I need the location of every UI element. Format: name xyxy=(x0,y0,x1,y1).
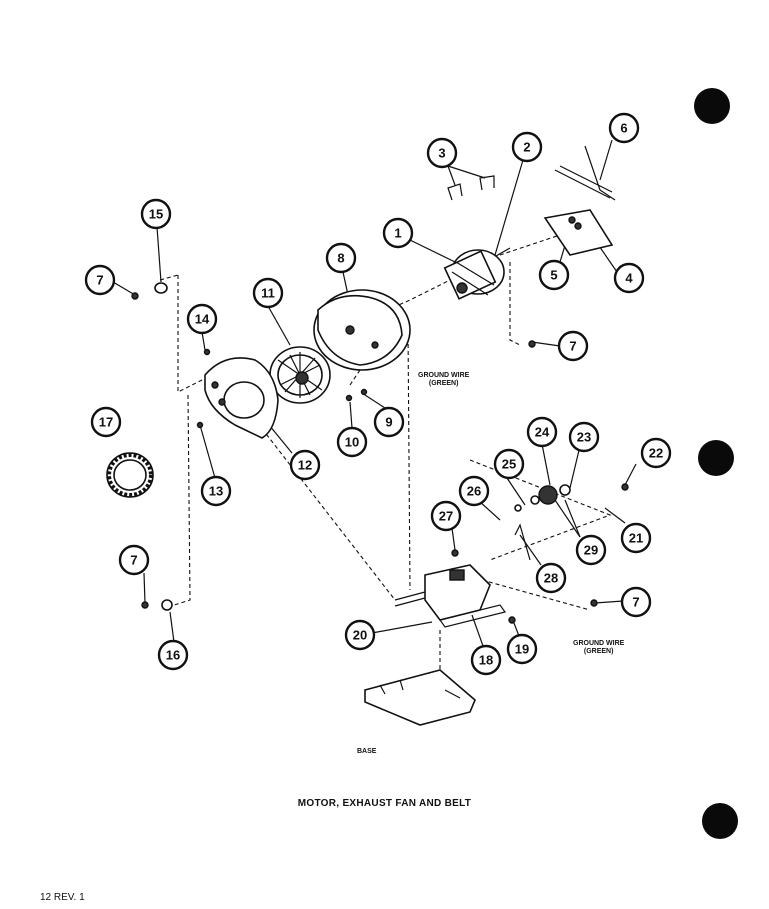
callout-7-right-bottom: 7 xyxy=(620,586,652,618)
part-motor xyxy=(443,247,511,300)
callout-11: 11 xyxy=(252,277,284,309)
callout-9: 9 xyxy=(373,406,405,438)
callout-3: 3 xyxy=(426,137,458,169)
part-blower-housing xyxy=(313,289,411,371)
callout-19: 19 xyxy=(506,633,538,665)
callout-18: 18 xyxy=(470,644,502,676)
callout-17: 17 xyxy=(90,406,122,438)
callout-13: 13 xyxy=(200,475,232,507)
callout-15: 15 xyxy=(140,198,172,230)
svg-text:7: 7 xyxy=(632,595,639,610)
part-belt xyxy=(106,452,154,498)
part-idler-bracket xyxy=(394,564,507,628)
callout-2: 2 xyxy=(511,131,543,163)
callout-28: 28 xyxy=(535,562,567,594)
part-bracket-plate xyxy=(543,209,614,256)
callout-22: 22 xyxy=(640,437,672,469)
svg-text:29: 29 xyxy=(584,543,598,558)
svg-text:22: 22 xyxy=(649,446,663,461)
svg-text:4: 4 xyxy=(625,271,633,286)
callout-14: 14 xyxy=(186,303,218,335)
svg-text:5: 5 xyxy=(550,268,557,283)
svg-text:18: 18 xyxy=(479,653,493,668)
svg-text:16: 16 xyxy=(166,648,180,663)
svg-text:7: 7 xyxy=(130,553,137,568)
svg-text:14: 14 xyxy=(195,312,210,327)
svg-text:7: 7 xyxy=(569,339,576,354)
base-label: BASE xyxy=(357,748,377,755)
binder-hole-top xyxy=(694,88,730,124)
callout-25: 25 xyxy=(493,448,525,480)
svg-text:15: 15 xyxy=(149,207,163,222)
svg-text:8: 8 xyxy=(337,251,344,266)
part-rod xyxy=(554,145,616,201)
callout-16: 16 xyxy=(157,639,189,671)
callout-24: 24 xyxy=(526,416,558,448)
callout-5: 5 xyxy=(538,259,570,291)
leader-lines xyxy=(112,139,637,647)
svg-text:21: 21 xyxy=(629,531,643,546)
callout-27: 27 xyxy=(430,500,462,532)
svg-text:2: 2 xyxy=(523,140,530,155)
callout-20: 20 xyxy=(344,619,376,651)
svg-text:6: 6 xyxy=(620,121,627,136)
svg-text:10: 10 xyxy=(345,435,359,450)
part-small-hardware xyxy=(131,282,629,624)
part-fan-wheel xyxy=(269,346,331,404)
callout-8: 8 xyxy=(325,242,357,274)
diagram-title: MOTOR, EXHAUST FAN AND BELT xyxy=(297,798,472,809)
page-footer: 12 REV. 1 xyxy=(40,892,85,903)
callout-6: 6 xyxy=(608,112,640,144)
svg-text:11: 11 xyxy=(261,286,275,301)
ground-wire-label-top: GROUND WIRE (GREEN) xyxy=(418,372,470,387)
part-clips xyxy=(447,175,495,201)
part-base xyxy=(364,669,476,726)
svg-text:1: 1 xyxy=(394,226,401,241)
callout-7-top-left: 7 xyxy=(84,264,116,296)
binder-hole-middle xyxy=(698,440,734,476)
svg-text:28: 28 xyxy=(544,571,558,586)
svg-text:24: 24 xyxy=(535,425,550,440)
svg-text:26: 26 xyxy=(467,484,481,499)
part-fan-cover xyxy=(204,357,279,439)
svg-text:23: 23 xyxy=(577,430,591,445)
svg-text:13: 13 xyxy=(209,484,223,499)
callout-21: 21 xyxy=(620,522,652,554)
callout-10: 10 xyxy=(336,426,368,458)
svg-text:12: 12 xyxy=(298,458,312,473)
callout-12: 12 xyxy=(289,449,321,481)
callout-7-right-top: 7 xyxy=(557,330,589,362)
binder-hole-bottom xyxy=(702,803,738,839)
callout-4: 4 xyxy=(613,262,645,294)
ground-wire-label-bottom: GROUND WIRE (GREEN) xyxy=(573,640,625,655)
callout-26: 26 xyxy=(458,475,490,507)
svg-text:7: 7 xyxy=(96,273,103,288)
svg-text:27: 27 xyxy=(439,509,453,524)
callout-29: 29 xyxy=(575,534,607,566)
part-pulley-assembly xyxy=(514,484,571,561)
svg-text:9: 9 xyxy=(385,415,392,430)
svg-text:20: 20 xyxy=(353,628,367,643)
callout-1: 1 xyxy=(382,217,414,249)
svg-text:25: 25 xyxy=(502,457,516,472)
callout-7-bottom-left: 7 xyxy=(118,544,150,576)
callout-23: 23 xyxy=(568,421,600,453)
svg-text:17: 17 xyxy=(99,415,113,430)
svg-text:19: 19 xyxy=(515,642,529,657)
svg-text:3: 3 xyxy=(438,146,445,161)
